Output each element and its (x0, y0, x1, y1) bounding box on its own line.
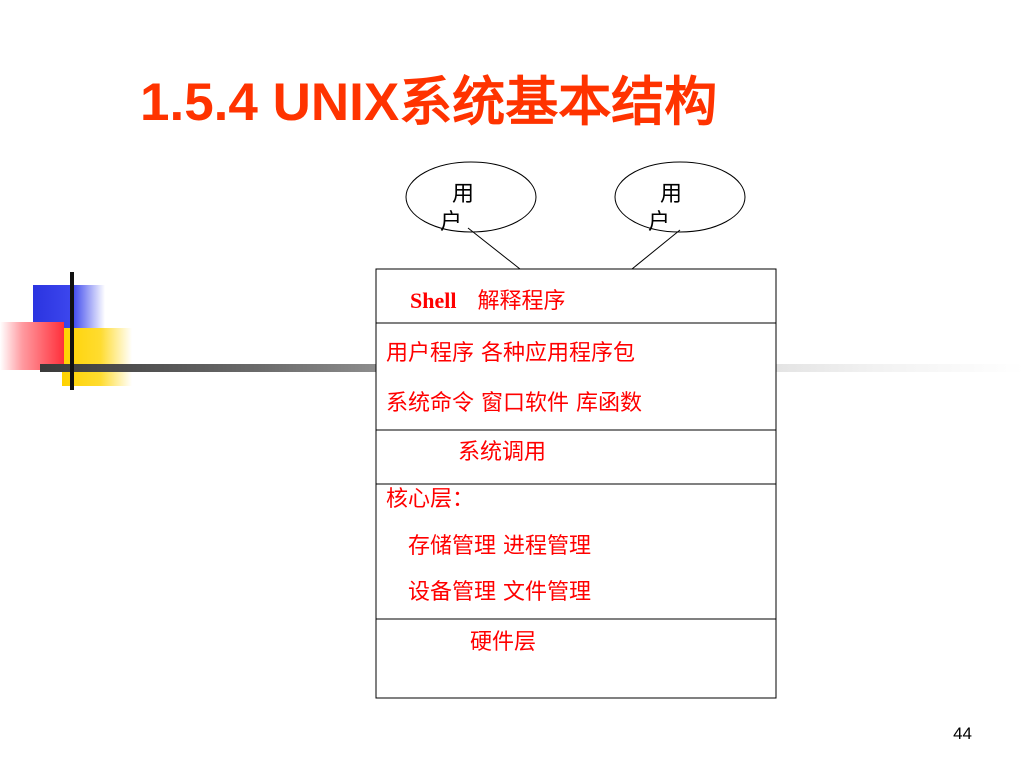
layer-box-user-programs (375, 322, 777, 431)
hardware-layer-label: 硬件层 (470, 630, 537, 655)
syscall-layer-label: 系统调用 (458, 440, 547, 465)
user-ellipse-left (405, 161, 537, 233)
shell-keyword: Shell (410, 288, 457, 313)
kernel-layer-line2: 设备管理 文件管理 (408, 580, 591, 605)
page-number: 44 (953, 724, 972, 743)
shell-layer-label: Shell 解释程序 (410, 288, 565, 315)
user-programs-line1: 用户程序 各种应用程序包 (386, 341, 635, 366)
layer-box-shell (375, 268, 777, 324)
layer-box-hardware (375, 618, 777, 699)
user-label-left: 用户 (440, 182, 475, 235)
user-ellipse-right (614, 161, 746, 233)
user-programs-line2: 系统命令 窗口软件 库函数 (386, 391, 642, 416)
shell-text: 解释程序 (477, 289, 566, 314)
user-label-right: 用户 (648, 182, 683, 235)
slide-title: 1.5.4 UNIX系统基本结构 (140, 73, 718, 132)
kernel-layer-line1: 存储管理 进程管理 (408, 534, 591, 559)
connector-line-right (631, 229, 681, 270)
connector-line-left (467, 227, 521, 270)
layer-box-syscall (375, 429, 777, 485)
kernel-layer-heading: 核心层： (386, 487, 475, 512)
